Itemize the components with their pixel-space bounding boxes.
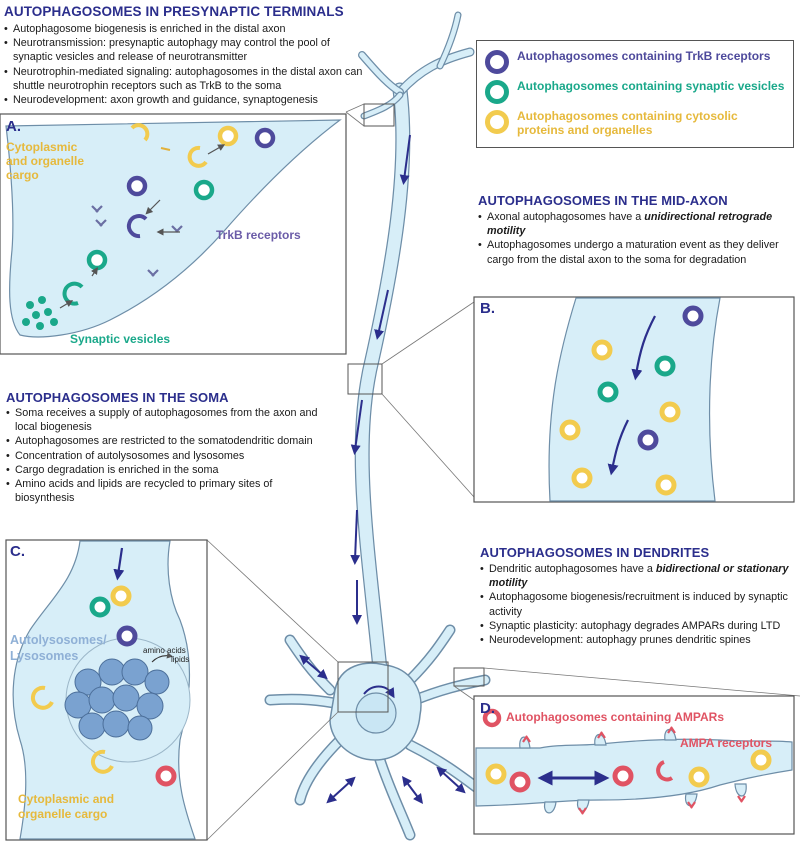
panel-c-cargo-label: Cytoplasmic and organelle cargo bbox=[18, 792, 115, 821]
axon-terminal-branches bbox=[358, 11, 475, 120]
dendrites-bullet: Autophagosome biogenesis/recruitment is … bbox=[480, 590, 796, 618]
axon-arrows bbox=[350, 134, 411, 625]
heading-presynaptic: AUTOPHAGOSOMES IN PRESYNAPTIC TERMINALS bbox=[4, 4, 344, 19]
panel-c-products-label: amino acids lipids bbox=[143, 646, 190, 664]
zoom-boxes bbox=[337, 103, 485, 713]
soma-bullets: Soma receives a supply of autophagosomes… bbox=[6, 406, 324, 505]
presynaptic-bullet: Autophagosome biogenesis is enriched in … bbox=[4, 22, 364, 36]
panel-a-cargo-label: Cytoplasmic and organelle cargo bbox=[6, 140, 85, 182]
legend-item-trkb: Autophagosomes containing TrkB receptors bbox=[485, 49, 770, 74]
presynaptic-bullet: Neurotrophin-mediated signaling: autopha… bbox=[4, 65, 364, 93]
panel-c-drawing bbox=[5, 539, 208, 841]
panel-a-vesicles-label: Synaptic vesicles bbox=[70, 332, 171, 346]
dendrites-bullet: Synaptic plasticity: autophagy degrades … bbox=[480, 619, 796, 633]
soma-bullet: Soma receives a supply of autophagosomes… bbox=[6, 406, 324, 434]
presynaptic-bullet: Neurotransmission: presynaptic autophagy… bbox=[4, 36, 364, 64]
soma-bullet: Amino acids and lipids are recycled to p… bbox=[6, 477, 324, 505]
panel-d-ampa-label: AMPA receptors bbox=[680, 736, 773, 750]
panel-c-letter: C. bbox=[10, 543, 25, 560]
panel-c-lyso-label: Autolysosomes/ Lysosomes bbox=[10, 633, 107, 663]
panel-d-ampar-auto-label: Autophagosomes containing AMPARs bbox=[506, 710, 725, 724]
soma-bullet: Cargo degradation is enriched in the som… bbox=[6, 463, 324, 477]
soma-arrow bbox=[363, 685, 395, 699]
zoom-lines bbox=[206, 103, 800, 841]
teal-ring-icon bbox=[485, 80, 509, 104]
nucleus bbox=[355, 692, 397, 734]
dendrites-bullets: Dendritic autophagosomes have a bidirect… bbox=[480, 562, 796, 647]
heading-dendrites: AUTOPHAGOSOMES IN DENDRITES bbox=[480, 545, 710, 560]
purple-ring-icon bbox=[485, 50, 509, 74]
yellow-ring-icon bbox=[485, 110, 509, 134]
panel-b-letter: B. bbox=[480, 300, 495, 317]
panel-a-drawing bbox=[0, 113, 347, 355]
midaxon-bullet: Autophagosomes undergo a maturation even… bbox=[478, 238, 796, 266]
panel-d-letter: D. bbox=[480, 700, 495, 717]
panel-d-drawing bbox=[473, 695, 795, 835]
dendrites-bullet: Neurodevelopment: autophagy prunes dendr… bbox=[480, 633, 796, 647]
heading-soma: AUTOPHAGOSOMES IN THE SOMA bbox=[6, 390, 229, 405]
dendrites-emphasis: bidirectional or stationary motility bbox=[489, 563, 789, 590]
midaxon-bullets: Axonal autophagosomes have a unidirectio… bbox=[478, 210, 796, 267]
legend-item-cytosolic: Autophagosomes containing cytosolic prot… bbox=[485, 109, 775, 137]
soma-bullet: Autophagosomes are restricted to the som… bbox=[6, 434, 324, 448]
dendrite-arrows bbox=[299, 654, 466, 804]
presynaptic-bullets: Autophagosome biogenesis is enriched in … bbox=[4, 22, 364, 107]
legend-box: Autophagosomes containing TrkB receptors… bbox=[476, 40, 794, 148]
legend-item-synaptic: Autophagosomes containing synaptic vesic… bbox=[485, 79, 784, 104]
soma-bullet: Concentration of autolysosomes and lysos… bbox=[6, 449, 324, 463]
midaxon-emphasis: unidirectional retrograde motility bbox=[487, 211, 773, 238]
panel-a-letter: A. bbox=[6, 118, 21, 135]
panel-a-trkb-label: TrkB receptors bbox=[216, 228, 301, 242]
dendrites-bullet: Dendritic autophagosomes have a bidirect… bbox=[480, 562, 796, 590]
heading-midaxon: AUTOPHAGOSOMES IN THE MID-AXON bbox=[478, 193, 728, 208]
panel-b-drawing bbox=[473, 296, 795, 503]
presynaptic-bullet: Neurodevelopment: axon growth and guidan… bbox=[4, 93, 364, 107]
midaxon-bullet: Axonal autophagosomes have a unidirectio… bbox=[478, 210, 796, 238]
